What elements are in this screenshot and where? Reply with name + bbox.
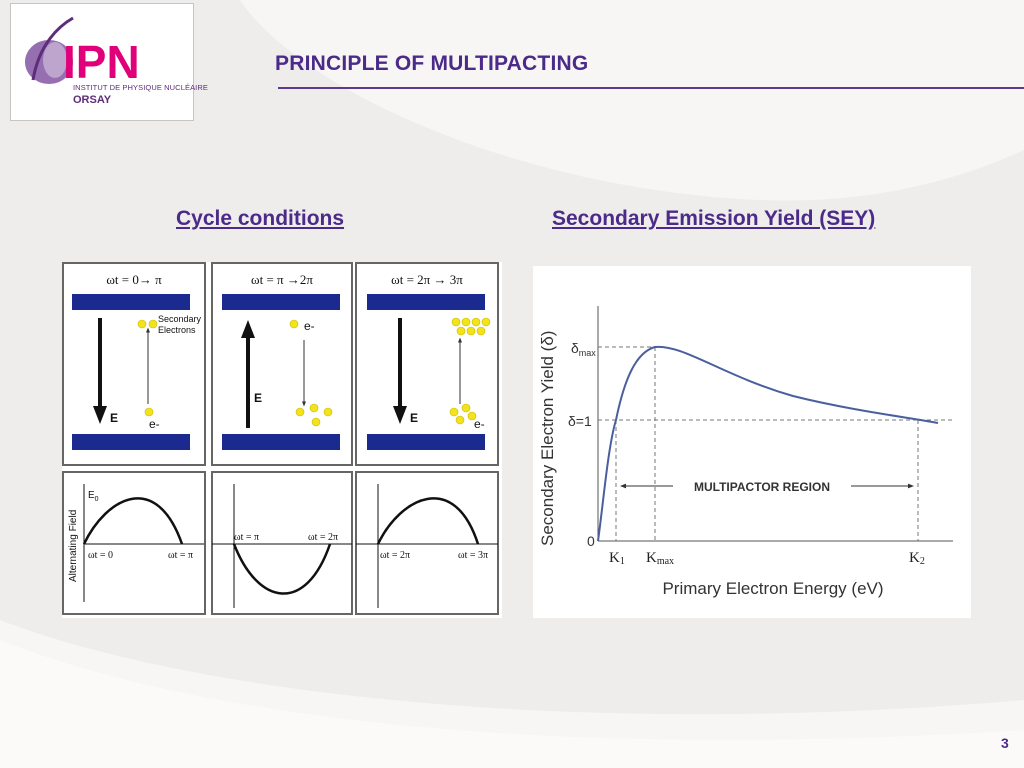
- electron: [476, 326, 486, 336]
- cycle-panel-3: ωt = 2π → 3π E e-: [355, 262, 499, 466]
- phase-start-label: ωt = 2π: [380, 550, 410, 561]
- bottom-plate: [72, 434, 190, 450]
- sine-half-positive: [82, 497, 184, 545]
- y-tick-delta-one: δ=1: [568, 413, 592, 429]
- field-axis-label: Alternating Field: [68, 510, 79, 582]
- electron: [449, 407, 459, 417]
- electron: [295, 407, 305, 417]
- electron: [311, 417, 321, 427]
- electron: [466, 326, 476, 336]
- phase-end-label: ωt = 3π: [458, 550, 488, 561]
- phase-start-label: ωt = π: [234, 532, 259, 543]
- field-plot-3: ωt = 2π ωt = 3π: [355, 471, 499, 615]
- phase-label: ωt = π →2π: [251, 272, 313, 287]
- electron: [137, 319, 147, 329]
- phase-label: ωt = 0→ π: [106, 272, 162, 287]
- logo-city: ORSAY: [73, 94, 112, 106]
- sine-half-positive: [376, 497, 480, 545]
- electron: [471, 317, 481, 327]
- secondary-electrons-label-1: Secondary: [158, 314, 202, 324]
- field-label: E: [254, 391, 262, 405]
- page-title: PRINCIPLE OF MULTIPACTING: [275, 52, 589, 75]
- field-plot-1: Alternating Field E0 ωt = 0 ωt = π: [62, 471, 206, 615]
- bottom-plate: [222, 434, 340, 450]
- sey-y-axis-label: Secondary Electron Yield (δ): [538, 331, 557, 546]
- electron: [456, 326, 466, 336]
- logo-letters: IPN: [63, 36, 140, 88]
- multipactor-region-label: MULTIPACTOR REGION: [694, 480, 830, 494]
- electron: [144, 407, 154, 417]
- field-label: E: [110, 411, 118, 425]
- electron: [309, 403, 319, 413]
- title-divider: [278, 87, 1024, 89]
- electron-label: e-: [149, 417, 160, 431]
- sey-chart: Secondary Electron Yield (δ) δmax δ=1 0 …: [533, 266, 971, 618]
- bottom-plate: [367, 434, 485, 450]
- electron: [323, 407, 333, 417]
- phase-end-label: ωt = 2π: [308, 532, 338, 543]
- cycle-panel-1: ωt = 0→ π E e- Secondary Electrons: [62, 262, 206, 466]
- x-tick-k2: K2: [909, 550, 925, 567]
- electron: [455, 415, 465, 425]
- electron: [481, 317, 491, 327]
- electron-label: e-: [474, 417, 485, 431]
- y-tick-zero: 0: [587, 533, 595, 549]
- electron: [467, 411, 477, 421]
- cycle-panel-2: ωt = π →2π E e-: [211, 262, 353, 466]
- y-tick-delta-max: δmax: [571, 340, 596, 358]
- sine-half-negative: [232, 543, 332, 595]
- ipn-logo: IPN INSTITUT DE PHYSIQUE NUCLÉAIRE ORSAY: [10, 3, 208, 121]
- x-tick-kmax: Kmax: [646, 550, 674, 567]
- page-number: 3: [1001, 735, 1009, 751]
- phase-end-label: ωt = π: [168, 550, 193, 561]
- sey-curve: [597, 345, 939, 542]
- electron-label: e-: [304, 319, 315, 333]
- cycle-diagram: ωt = 0→ π E e- Secondary Electrons ωt = …: [62, 262, 502, 618]
- top-plate: [72, 294, 190, 310]
- logo-graphic: IPN: [25, 16, 140, 88]
- electron: [451, 317, 461, 327]
- logo-subtitle: INSTITUT DE PHYSIQUE NUCLÉAIRE: [73, 83, 208, 92]
- phase-start-label: ωt = 0: [88, 550, 113, 561]
- sey-x-axis-label: Primary Electron Energy (eV): [662, 579, 883, 598]
- secondary-electrons-label-2: Electrons: [158, 325, 196, 335]
- electron: [461, 403, 471, 413]
- cycle-conditions-heading: Cycle conditions: [176, 207, 345, 230]
- electron: [461, 317, 471, 327]
- sey-heading: Secondary Emission Yield (SEY): [552, 207, 876, 230]
- electron: [289, 319, 299, 329]
- electron: [148, 319, 158, 329]
- x-tick-k1: K1: [609, 550, 625, 567]
- phase-label: ωt = 2π → 3π: [391, 272, 463, 287]
- field-label: E: [410, 411, 418, 425]
- amplitude-label: E0: [88, 490, 99, 503]
- top-plate: [367, 294, 485, 310]
- field-plot-2: ωt = π ωt = 2π: [211, 471, 353, 615]
- top-plate: [222, 294, 340, 310]
